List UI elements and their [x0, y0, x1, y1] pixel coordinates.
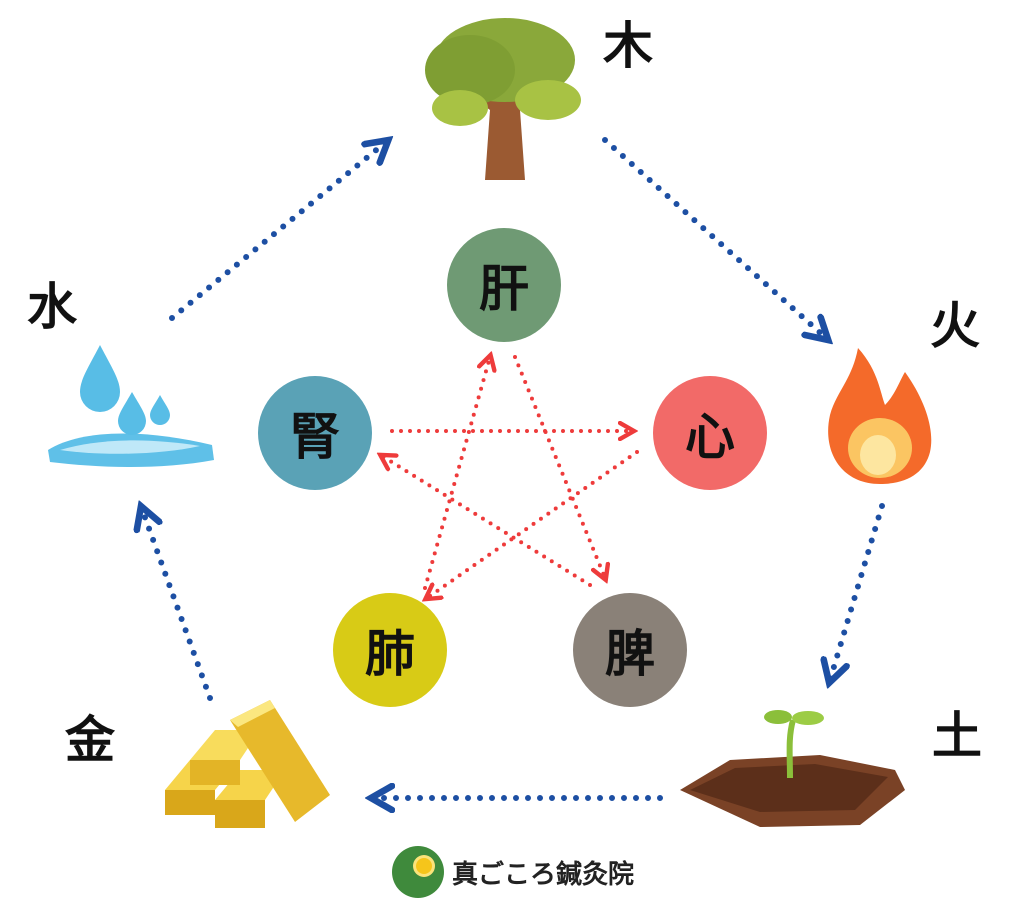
element-label-wood: 木	[603, 17, 653, 75]
logo-mark-icon	[392, 846, 444, 898]
soil-sprout-icon	[680, 710, 905, 827]
arrow-metal-to-water	[142, 509, 213, 701]
organ-spleen: 脾	[573, 593, 687, 707]
tree-icon	[425, 18, 581, 180]
clinic-name: 真ごころ鍼灸院	[452, 859, 635, 890]
arrow-heart-to-lung	[427, 450, 639, 598]
element-label-earth: 土	[932, 707, 982, 765]
arrow-fire-to-earth	[830, 503, 885, 680]
organ-kidney: 腎	[258, 376, 372, 490]
gold-bars-icon	[165, 700, 330, 828]
organ-lung: 肺	[333, 593, 447, 707]
clinic-logo: 真ごころ鍼灸院	[392, 846, 634, 898]
arrow-wood-to-fire	[602, 137, 826, 338]
element-label-fire: 火	[930, 297, 980, 355]
water-drops-icon	[48, 345, 214, 467]
element-label-metal: 金	[65, 711, 115, 769]
element-label-water: 水	[27, 278, 77, 336]
flame-icon	[828, 348, 932, 484]
arrow-spleen-to-kidney	[382, 456, 592, 587]
arrow-liver-to-spleen	[513, 355, 605, 578]
arrow-water-to-wood	[169, 142, 386, 321]
organ-heart: 心	[653, 376, 767, 490]
arrow-lung-to-liver	[423, 357, 490, 590]
organ-liver: 肝	[447, 228, 561, 342]
